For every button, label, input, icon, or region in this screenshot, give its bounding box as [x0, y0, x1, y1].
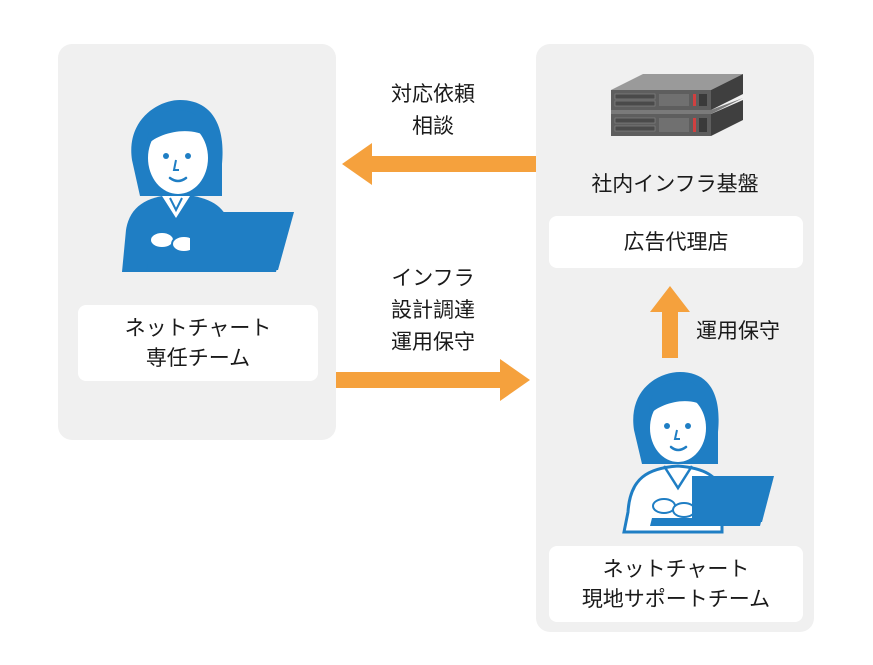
dedicated-team-label-line2: 専任チーム	[145, 346, 251, 370]
server-rack-icon	[611, 74, 743, 136]
infra-service-label-line3: 運用保守	[391, 330, 475, 354]
infra-service-label: インフラ 設計調達 運用保守	[366, 262, 500, 358]
local-support-team-label-line1: ネットチャート	[602, 557, 750, 581]
local-support-team-label: ネットチャート 現地サポートチーム	[549, 546, 803, 622]
dedicated-team-label-line1: ネットチャート	[124, 316, 272, 340]
ad-agency-label-text: 広告代理店	[623, 230, 729, 254]
right-arrow	[336, 359, 530, 401]
request-consult-label-line2: 相談	[412, 114, 454, 138]
dedicated-team-label: ネットチャート 専任チーム	[78, 305, 318, 381]
ad-agency-label: 広告代理店	[549, 216, 803, 268]
request-consult-label: 対応依頼 相談	[368, 78, 498, 142]
request-consult-label-line1: 対応依頼	[391, 82, 475, 106]
infra-service-label-line1: インフラ	[391, 266, 475, 290]
infra-service-label-line2: 設計調達	[391, 298, 475, 322]
person-laptop-icon	[122, 100, 294, 272]
up-arrow-label: 運用保守	[696, 319, 780, 343]
local-support-team-label-line2: 現地サポートチーム	[581, 587, 771, 611]
internal-infra-label: 社内インフラ基盤	[591, 172, 759, 196]
up-arrow	[650, 286, 690, 358]
left-arrow	[342, 143, 536, 185]
person-laptop-icon	[622, 372, 774, 534]
